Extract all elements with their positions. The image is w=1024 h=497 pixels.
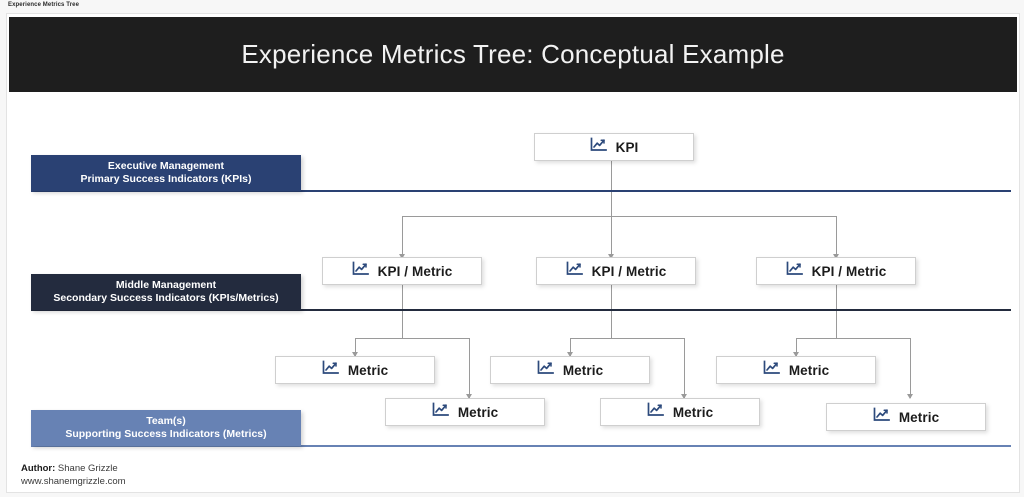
node-mid-3-label: KPI / Metric <box>811 263 887 279</box>
band-middle-management: Middle Management Secondary Success Indi… <box>31 274 301 310</box>
connector-leaf4-drop <box>684 338 685 398</box>
band-teams-line2: Supporting Success Indicators (Metrics) <box>65 428 267 440</box>
connector-leaf5-drop <box>796 338 797 356</box>
node-leaf-3-label: Metric <box>562 362 604 378</box>
band-teams-line1: Team(s) <box>146 415 186 427</box>
node-leaf-6-label: Metric <box>898 409 940 425</box>
node-leaf-4-label: Metric <box>672 404 714 420</box>
line-chart-icon <box>352 261 369 281</box>
author-line: Author: Shane Grizzle <box>21 462 421 475</box>
connector-kpi-stem <box>611 161 612 216</box>
connector-branch2-stem <box>611 285 612 338</box>
connector-leaf3-drop <box>570 338 571 356</box>
connector-mid1-drop <box>402 216 403 258</box>
line-chart-icon <box>537 360 554 380</box>
website-line: www.shanemgrizzle.com <box>21 476 126 487</box>
band-executive-management: Executive Management Primary Success Ind… <box>31 155 301 191</box>
node-leaf-5[interactable]: Metric <box>716 356 876 384</box>
connector-branch3-stem <box>836 285 837 338</box>
line-chart-icon <box>432 402 449 422</box>
node-kpi[interactable]: KPI <box>534 133 694 161</box>
line-chart-icon <box>322 360 339 380</box>
connector-leaf2-drop <box>469 338 470 398</box>
node-mid-3[interactable]: KPI / Metric <box>756 257 916 285</box>
line-chart-icon <box>873 407 890 427</box>
node-leaf-2[interactable]: Metric <box>385 398 545 426</box>
band-rule-middle <box>31 309 1011 311</box>
connector-branch1-bus <box>355 338 469 339</box>
connector-branch1-stem <box>402 285 403 338</box>
node-mid-1-label: KPI / Metric <box>377 263 453 279</box>
line-chart-icon <box>786 261 803 281</box>
connector-mid2-arrow <box>607 254 614 259</box>
connector-leaf6-drop <box>910 338 911 398</box>
node-leaf-6[interactable]: Metric <box>826 403 986 431</box>
node-leaf-5-label: Metric <box>788 362 830 378</box>
page-title: Experience Metrics Tree: Conceptual Exam… <box>241 39 785 69</box>
connector-level2-bus <box>402 216 836 217</box>
connector-leaf3-arrow <box>566 352 573 357</box>
node-mid-2[interactable]: KPI / Metric <box>536 257 696 285</box>
metrics-tree-diagram: Executive Management Primary Success Ind… <box>7 92 1019 448</box>
node-kpi-label: KPI <box>615 139 639 155</box>
connector-leaf5-arrow <box>792 352 799 357</box>
band-executive-line2: Primary Success Indicators (KPIs) <box>80 173 252 185</box>
window-title: Experience Metrics Tree <box>8 2 80 8</box>
band-executive-line1: Executive Management <box>107 160 225 172</box>
line-chart-icon <box>647 402 664 422</box>
connector-mid2-drop <box>611 216 612 258</box>
connector-branch3-bus <box>796 338 910 339</box>
band-rule-teams <box>31 445 1011 447</box>
node-leaf-4[interactable]: Metric <box>600 398 760 426</box>
node-leaf-3[interactable]: Metric <box>490 356 650 384</box>
node-mid-1[interactable]: KPI / Metric <box>322 257 482 285</box>
node-leaf-2-label: Metric <box>457 404 499 420</box>
connector-branch2-bus <box>570 338 684 339</box>
line-chart-icon <box>590 137 607 157</box>
connector-leaf2-arrow <box>465 394 472 399</box>
line-chart-icon <box>566 261 583 281</box>
band-middle-line1: Middle Management <box>115 279 217 291</box>
author-name: Shane Grizzle <box>55 463 118 474</box>
footer-credit: Author: Shane Grizzle www.shanemgrizzle.… <box>21 462 421 488</box>
line-chart-icon <box>763 360 780 380</box>
connector-mid3-arrow <box>832 254 839 259</box>
window-titlebar: Experience Metrics Tree <box>0 0 1024 13</box>
author-label: Author: <box>21 463 56 474</box>
band-teams: Team(s) Supporting Success Indicators (M… <box>31 410 301 446</box>
header-banner: Experience Metrics Tree: Conceptual Exam… <box>9 17 1017 92</box>
node-leaf-1[interactable]: Metric <box>275 356 435 384</box>
connector-leaf1-arrow <box>351 352 358 357</box>
node-leaf-1-label: Metric <box>347 362 389 378</box>
connector-mid3-drop <box>836 216 837 258</box>
connector-leaf4-arrow <box>680 394 687 399</box>
band-middle-line2: Secondary Success Indicators (KPIs/Metri… <box>53 292 279 304</box>
connector-leaf6-arrow <box>906 394 913 399</box>
band-rule-executive <box>31 190 1011 192</box>
connector-leaf1-drop <box>355 338 356 356</box>
connector-mid1-arrow <box>398 254 405 259</box>
document-canvas: Experience Metrics Tree: Conceptual Exam… <box>6 13 1020 493</box>
node-mid-2-label: KPI / Metric <box>591 263 667 279</box>
